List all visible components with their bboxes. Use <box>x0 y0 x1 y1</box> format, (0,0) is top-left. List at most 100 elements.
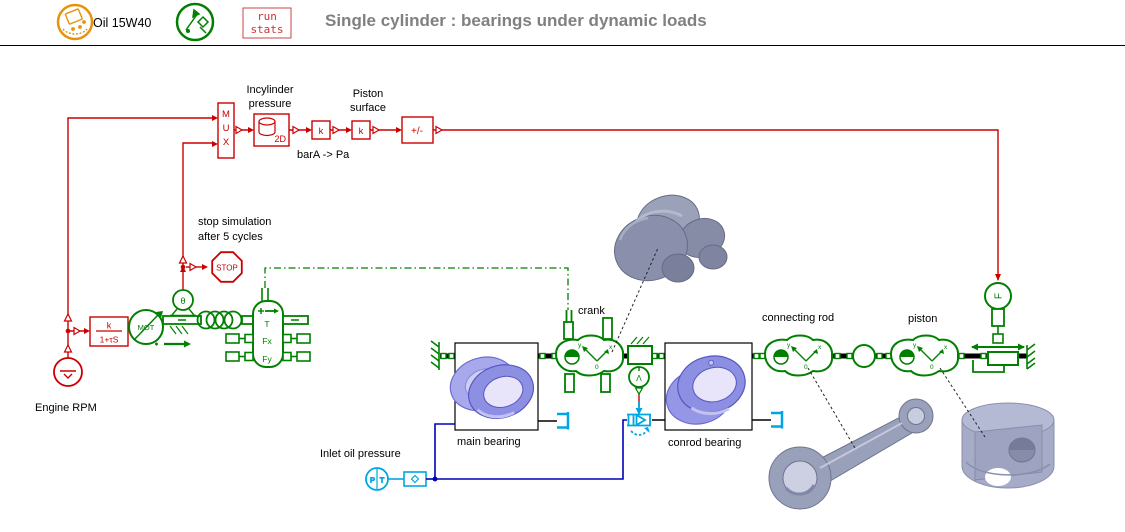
toolbar-oil-icon[interactable] <box>56 3 94 41</box>
oil-can-glyph <box>62 8 88 35</box>
force-source[interactable]: F <box>984 282 1012 327</box>
label-engine-rpm: Engine RPM <box>35 402 97 414</box>
label-connecting-rod: connecting rod <box>762 312 834 324</box>
plus-minus-block[interactable]: +/- <box>401 116 434 144</box>
wall-left[interactable] <box>430 340 440 370</box>
label-incylinder-pressure-2: pressure <box>249 98 292 110</box>
label-piston: piston <box>908 313 937 325</box>
mux-u: U <box>223 123 230 134</box>
run-stats-line2: stats <box>250 23 283 36</box>
power-sensor-label: Λ <box>636 373 642 383</box>
engine-rpm-source[interactable] <box>53 357 83 387</box>
label-inlet-oil-pressure: Inlet oil pressure <box>320 448 401 460</box>
motor-block[interactable]: MOT <box>128 309 164 345</box>
power-sensor[interactable]: Λ <box>628 366 650 396</box>
plugged-port[interactable] <box>771 411 784 429</box>
gain-bara-to-pa-block[interactable]: k <box>311 120 331 140</box>
conrod-bearing-block[interactable] <box>658 342 753 431</box>
plus-minus-label: +/- <box>411 126 423 137</box>
signal-open-arrows <box>63 125 444 353</box>
label-piston-surface-2: surface <box>350 102 386 114</box>
label-incylinder-pressure-1: Incylinder <box>246 84 293 96</box>
axis-x-label: x <box>944 344 948 351</box>
axis-origin-label: 0 <box>595 364 599 371</box>
connecting-rod-3d-image <box>768 398 934 510</box>
shaft-port-squares <box>440 352 987 360</box>
label-bara-to-pa: barA -> Pa <box>297 149 350 161</box>
bearing-ring-image <box>665 355 746 425</box>
lag-denominator: 1+τS <box>100 335 119 345</box>
plugged-port[interactable] <box>557 412 570 430</box>
crank-body-block[interactable]: y x 0 <box>554 310 625 393</box>
connecting-rod-body-block[interactable]: y x 0 <box>763 334 834 377</box>
oil-type-label: Oil 15W40 <box>93 16 151 30</box>
label-crank: crank <box>578 305 605 317</box>
lag-numerator: k <box>107 321 112 331</box>
tblock-fx: Fx <box>262 336 272 346</box>
tblock-t: T <box>264 319 269 329</box>
junction-dot <box>65 328 71 334</box>
stop-label: STOP <box>216 264 238 273</box>
wall-right[interactable] <box>1026 343 1036 370</box>
motor-arrowhead <box>156 311 163 318</box>
bearing-ring-image <box>449 356 535 419</box>
rotary-support-block[interactable] <box>627 336 653 365</box>
mux-block[interactable]: M U X <box>217 102 235 159</box>
support-hatch <box>630 336 650 345</box>
constant-signal-glyph <box>60 370 76 379</box>
motor-arrow <box>133 313 160 341</box>
sensor-output-tri <box>634 387 644 396</box>
axis-y-label: y <box>913 342 917 349</box>
half-disk-glyph <box>774 350 788 357</box>
axis-y-label: y <box>578 342 582 349</box>
axes-glyph: y x 0 <box>913 342 948 371</box>
torque-force-sensor-block[interactable]: T Fx Fy <box>225 288 311 368</box>
stop-block[interactable]: STOP <box>211 251 243 283</box>
label-main-bearing: main bearing <box>457 436 521 448</box>
sensor-base <box>170 308 196 317</box>
run-stats-button[interactable]: run stats <box>242 7 292 39</box>
shaft-segment <box>241 315 254 325</box>
junction-dot <box>180 264 186 270</box>
pt-p-label: P <box>370 476 375 485</box>
label-piston-surface-1: Piston <box>353 88 384 100</box>
axes-glyph: y x 0 <box>578 342 613 371</box>
oil-pt-source[interactable]: P T <box>365 467 389 491</box>
sheet-title: Single cylinder : bearings under dynamic… <box>325 11 707 30</box>
piston-actuator[interactable] <box>971 326 1025 373</box>
angle-sensor[interactable]: θ <box>170 289 196 317</box>
crankshaft-3d-image <box>614 194 728 283</box>
force-label: F <box>994 293 1005 299</box>
axis-origin-label: 0 <box>804 364 808 371</box>
axis-y-label: y <box>787 342 791 349</box>
rotary-oil-joint[interactable] <box>627 402 651 436</box>
plus-arrow-glyph <box>258 308 279 314</box>
oil-junction-dot <box>432 476 438 482</box>
torsion-spring[interactable] <box>196 310 243 330</box>
pt-t-label: T <box>380 476 385 485</box>
tblock-ports <box>225 333 311 362</box>
port-duplication-link <box>264 267 569 310</box>
gain2-label: k <box>359 126 364 137</box>
half-disk-glyph <box>565 350 579 357</box>
piston-body-block[interactable]: y x 0 <box>889 334 960 377</box>
gain-piston-surface-block[interactable]: k <box>351 120 371 140</box>
ground-hatch <box>169 325 189 335</box>
gauge-needles-glyph <box>185 8 210 34</box>
oil-direct-connection[interactable] <box>388 471 427 487</box>
label-stop-note-2: after 5 cycles <box>198 231 263 243</box>
piston-3d-image <box>961 402 1055 489</box>
label-conrod-bearing: conrod bearing <box>668 437 741 449</box>
positive-direction-arrow <box>155 340 191 348</box>
main-bearing-block[interactable] <box>443 342 540 431</box>
first-order-lag-block[interactable]: k 1+τS <box>89 316 129 347</box>
signal-arrowheads <box>84 115 1001 334</box>
pin-joint[interactable] <box>852 344 876 368</box>
toolbar-gauge-icon[interactable] <box>175 2 215 42</box>
mux-x: X <box>223 137 230 148</box>
theta-label: θ <box>180 296 185 306</box>
axes-glyph: y x 0 <box>787 342 822 371</box>
pressure-map-2d-block[interactable]: 2D <box>253 113 290 147</box>
